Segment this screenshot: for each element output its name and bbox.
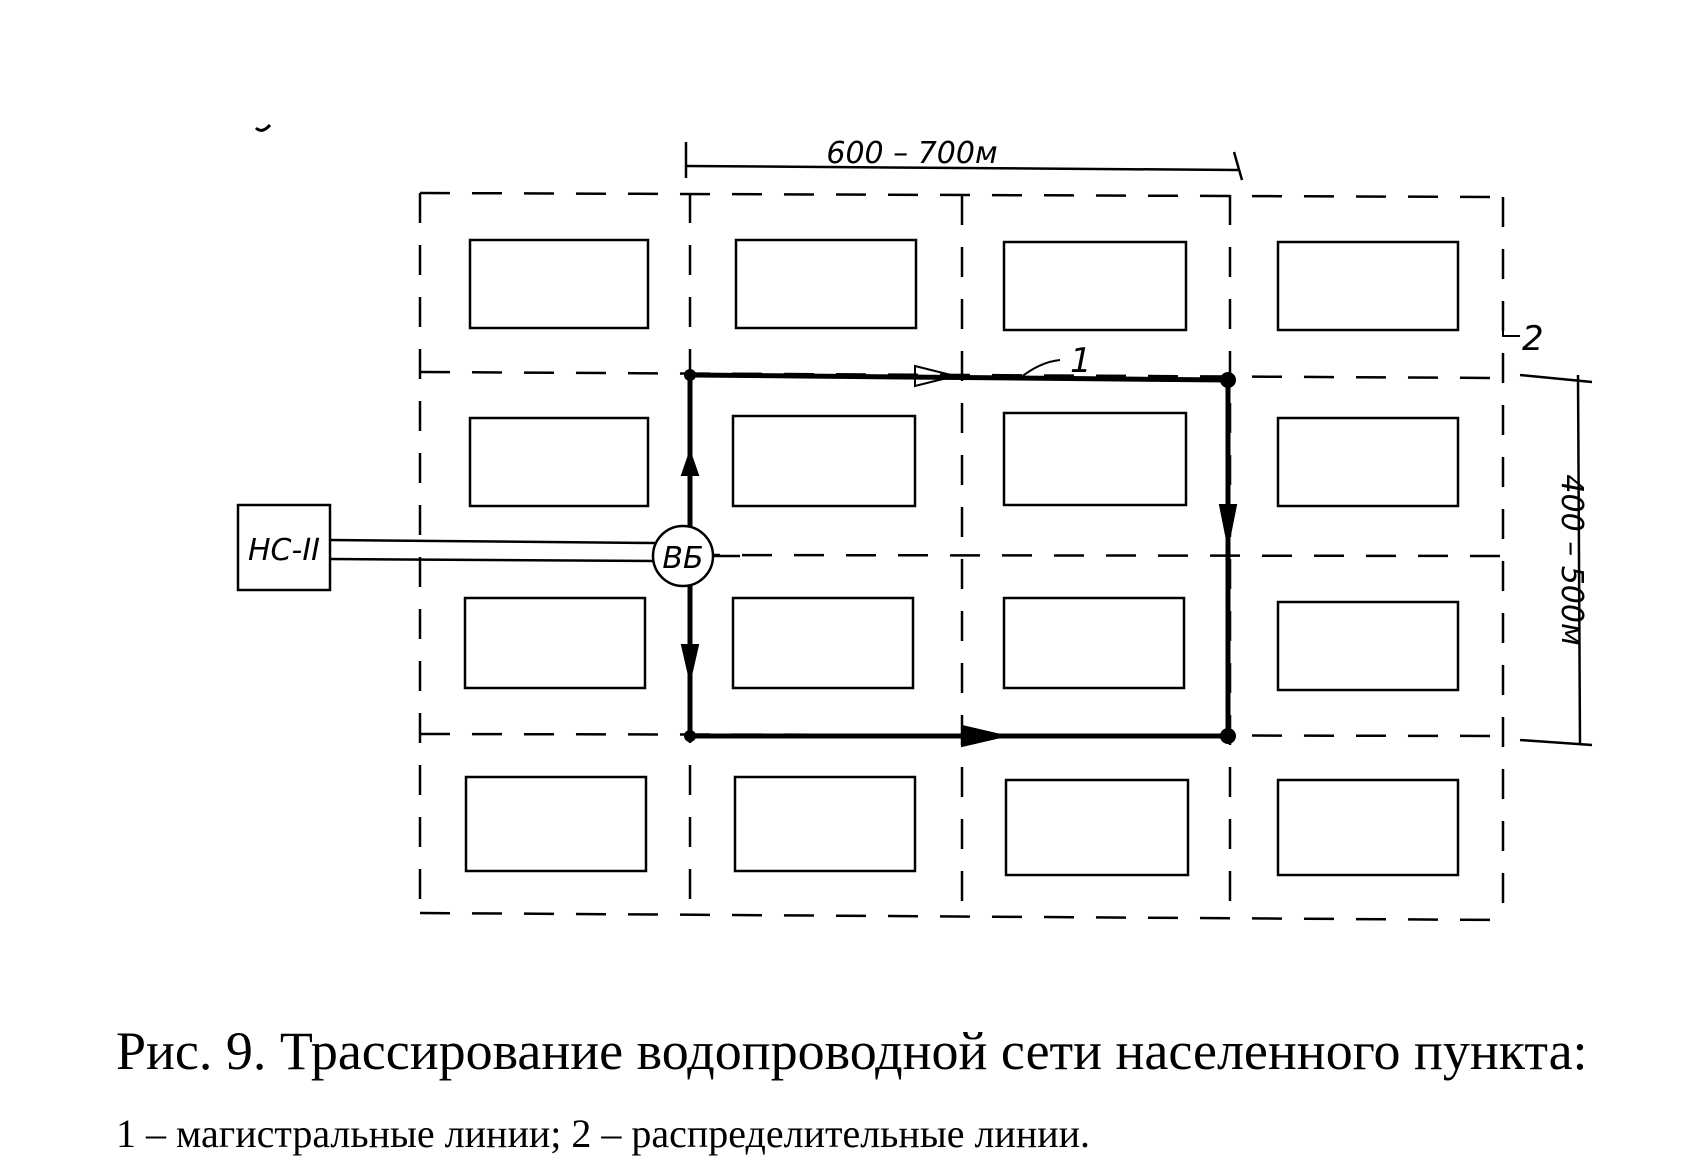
building-blocks: [463, 238, 1460, 877]
block: [1002, 596, 1186, 690]
block: [468, 238, 650, 330]
block: [1002, 411, 1188, 507]
block: [468, 416, 650, 508]
block: [464, 775, 648, 873]
arrow-down-icon: [1218, 504, 1238, 546]
node-bottom-left: [684, 730, 696, 742]
main-line-leader: [1019, 359, 1061, 379]
grid-h-line-1: [419, 191, 1501, 199]
block: [731, 596, 915, 690]
feed-line-lower: [329, 557, 656, 563]
dim-line-top: [685, 164, 1239, 172]
block: [1276, 778, 1460, 877]
arrow-right-icon: [961, 724, 1006, 748]
dim-line-right: [1576, 374, 1582, 746]
block: [734, 238, 918, 330]
block: [1004, 778, 1190, 877]
node-top-left: [684, 369, 696, 381]
block: [1276, 416, 1460, 508]
figure-legend: 1 – магистральные линии; 2 – распределит…: [116, 1111, 1091, 1156]
pump-station-box: [236, 503, 332, 592]
height-dimension-label: 400 – 500м: [1554, 474, 1589, 645]
block: [1002, 240, 1188, 332]
feed-line-upper: [329, 538, 656, 545]
pump-station-label: НС-II: [248, 533, 320, 568]
dim-tick: [1519, 373, 1593, 384]
height-dimension: [1519, 373, 1593, 747]
arrow-up-icon: [680, 448, 700, 476]
dim-tick: [1519, 738, 1593, 747]
node-bottom-right: [1220, 728, 1236, 744]
block: [733, 775, 917, 873]
scan-mark: [254, 123, 272, 132]
block: [731, 414, 917, 508]
grid-h-line-5: [419, 911, 1501, 922]
distribution-line-leader: [1502, 322, 1520, 337]
figure-caption: Рис. 9. Трассирование водопроводной сети…: [116, 1021, 1588, 1081]
grid-h-line-3: [689, 553, 1501, 558]
feed-line: [329, 538, 656, 563]
block: [1276, 240, 1460, 332]
dim-tick: [1232, 151, 1244, 181]
node-top-right: [1220, 372, 1236, 388]
distribution-grid: [418, 191, 1505, 922]
arrow-down-icon: [680, 644, 700, 681]
main-line-top: [689, 372, 1229, 383]
arrow-right-icon: [914, 364, 956, 388]
grid-h-line-2: [419, 370, 1501, 380]
flow-arrows: [680, 364, 1238, 748]
distribution-line-marker: 2: [1522, 319, 1544, 359]
water-tower-label: ВБ: [662, 541, 703, 576]
width-dimension-label: 600 – 700м: [826, 136, 997, 171]
block: [463, 596, 647, 690]
junction-nodes: [684, 369, 1236, 744]
block: [1276, 600, 1460, 692]
main-line-marker: 1: [1070, 341, 1092, 381]
width-dimension: [684, 142, 1244, 181]
